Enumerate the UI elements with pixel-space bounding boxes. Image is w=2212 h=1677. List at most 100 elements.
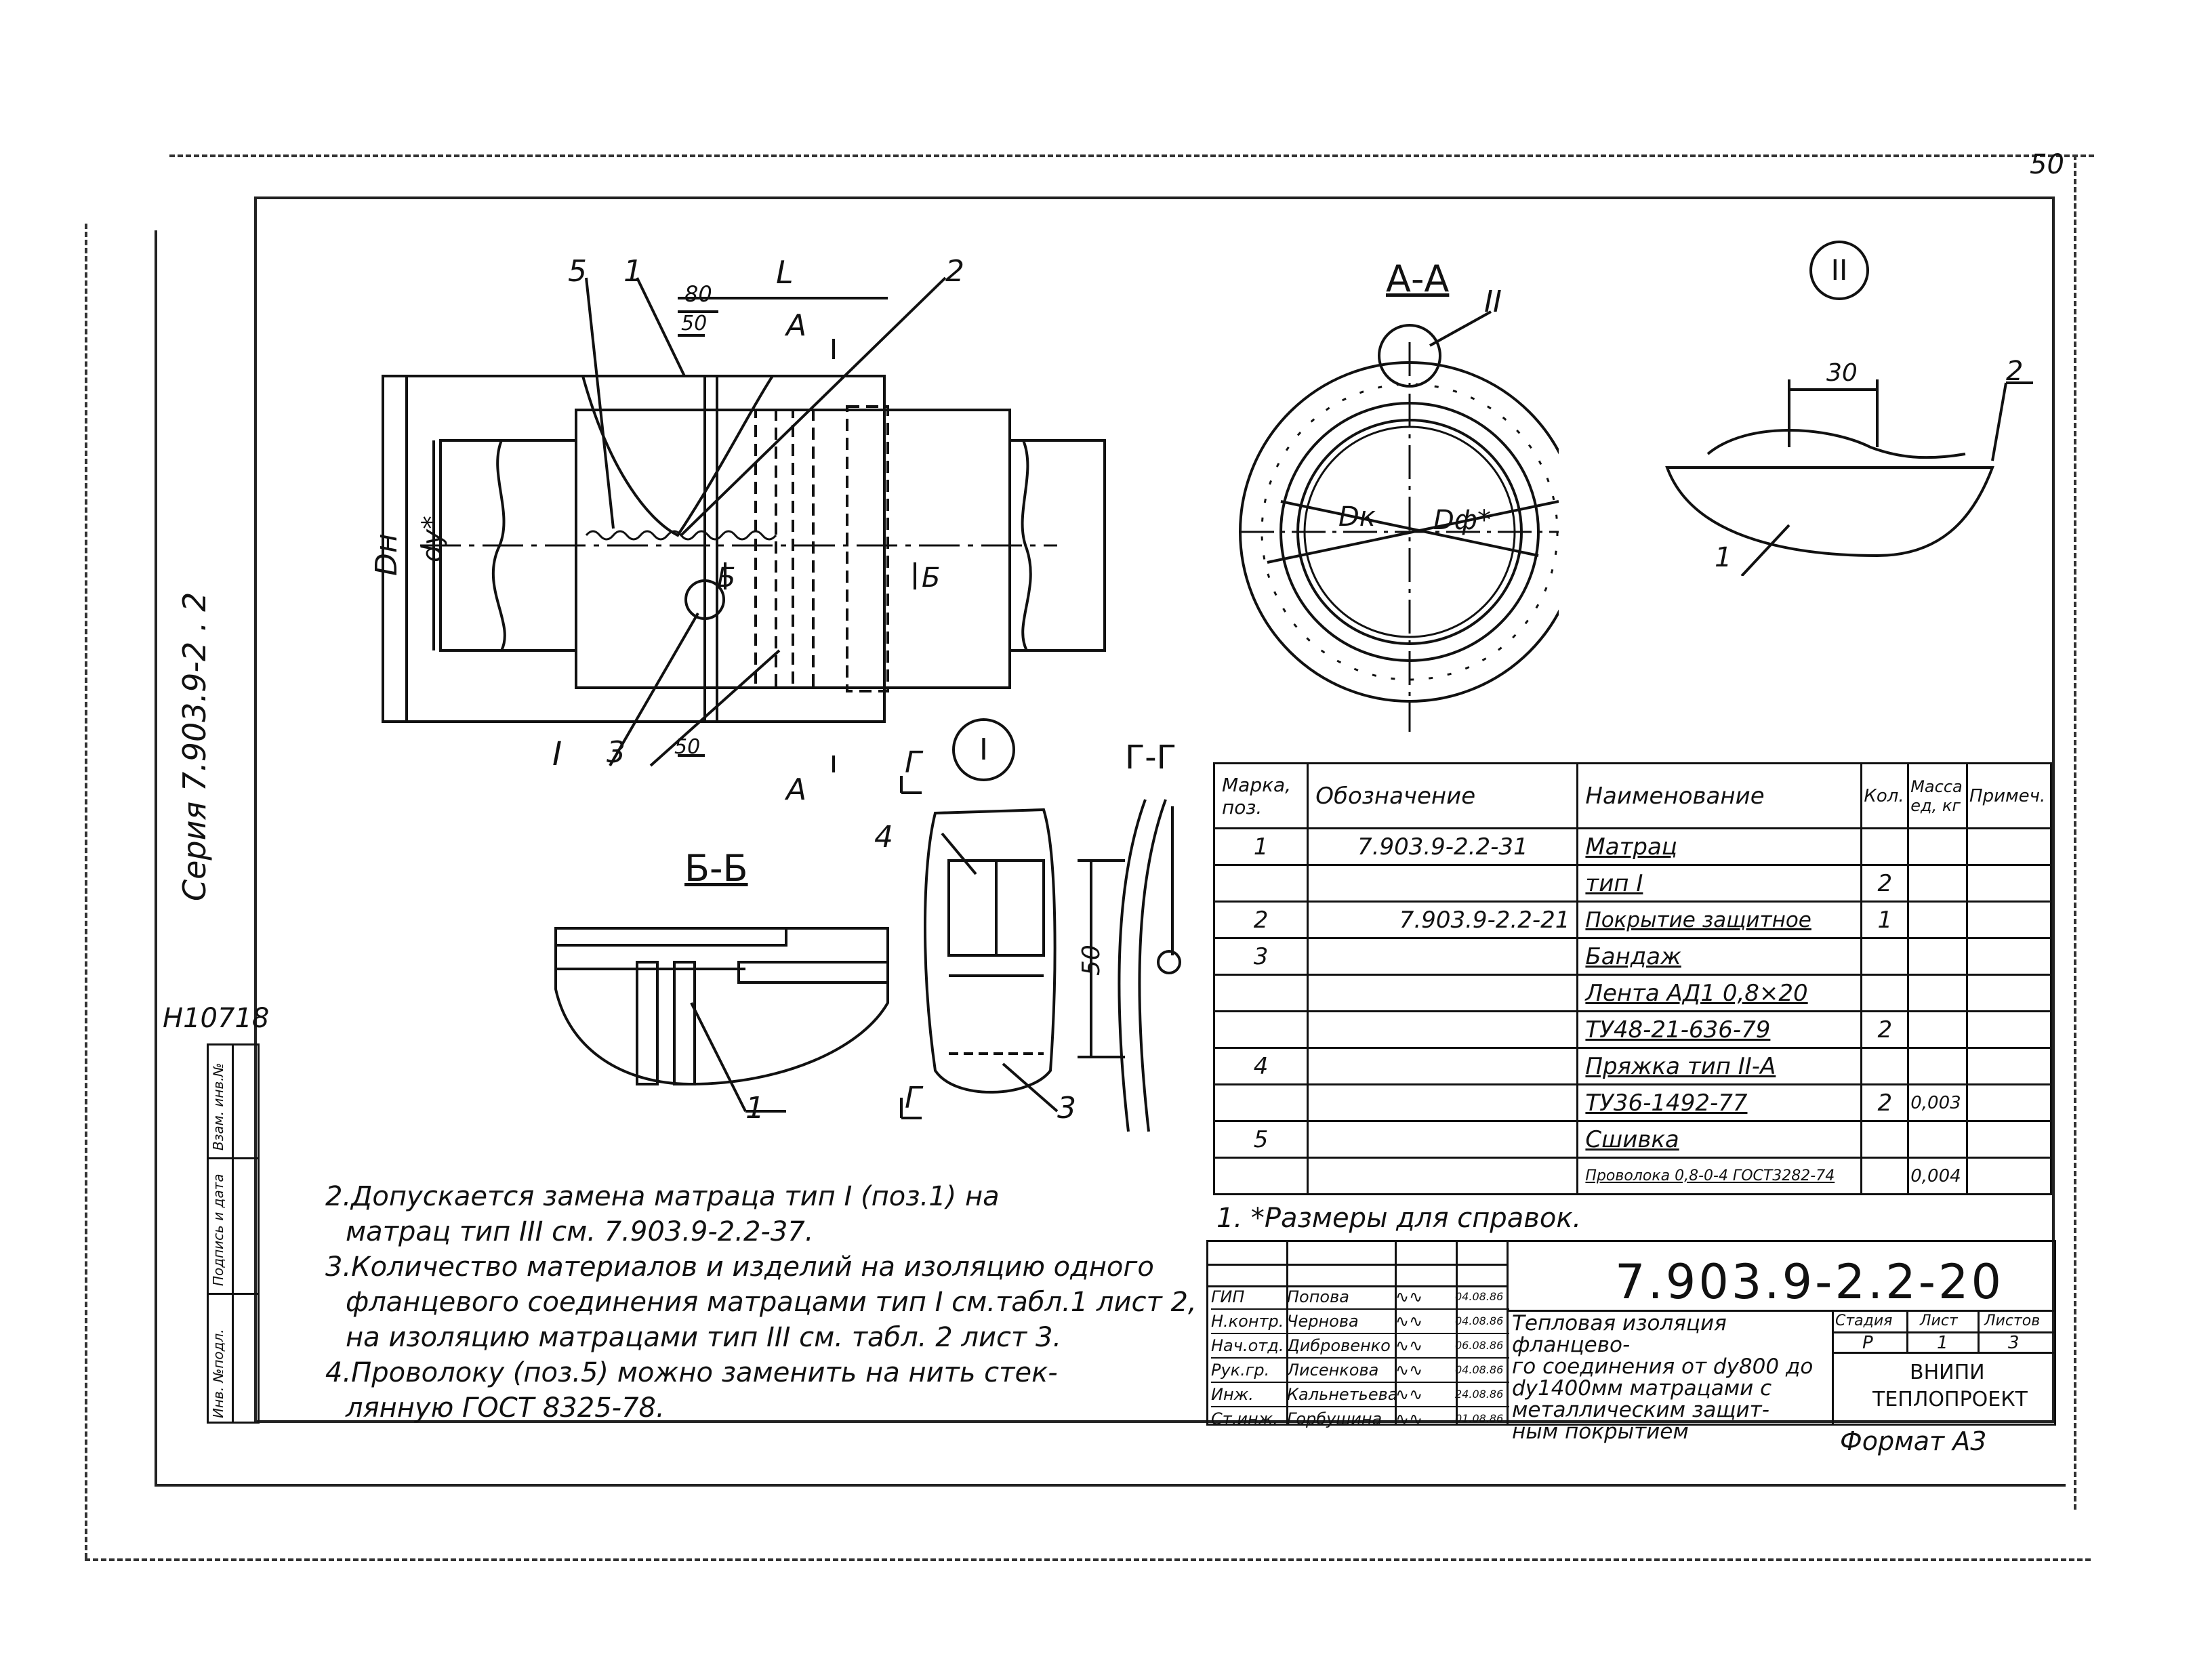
spec-cell — [1212, 974, 1309, 1012]
signature-role: Рук.гр. — [1211, 1361, 1270, 1380]
detail-II-pos-1: 1 — [1715, 542, 1732, 573]
spec-cell — [1212, 864, 1309, 903]
detail-II-dim-30: 30 — [1826, 359, 1858, 387]
pos-1-label: 1 — [623, 254, 642, 289]
spec-header-mark: Марка, поз. — [1212, 762, 1309, 829]
signature-name: Дибровенко — [1287, 1336, 1391, 1355]
signature-date: 24.08.86 — [1455, 1388, 1504, 1401]
signature-role: Нач.отд. — [1211, 1336, 1284, 1355]
page-number: 50 — [2030, 149, 2064, 180]
section-BB-pos-1: 1 — [745, 1091, 764, 1125]
spec-cell — [1307, 1047, 1579, 1085]
spec-cell — [1860, 827, 1910, 866]
spec-cell — [1212, 1157, 1309, 1195]
signature-date: 06.08.86 — [1455, 1339, 1504, 1352]
detail-I-badge: I — [952, 718, 1015, 781]
table-row: Лента АД1 0,8×20 — [1212, 974, 2052, 1012]
note-3c: на изоляцию матрацами тип III см. табл. … — [346, 1322, 1062, 1353]
frame-inner-left — [254, 196, 257, 1423]
section-GG-drawing — [1078, 799, 1181, 1132]
spec-cell — [1860, 974, 1910, 1012]
note-2: 2.Допускается замена матраца тип I (поз.… — [325, 1181, 1000, 1212]
spec-cell — [1860, 1047, 1910, 1085]
signature-row: Нач.отд. Дибровенко ∿∿ 06.08.86 — [1211, 1334, 1509, 1359]
spec-cell — [1860, 937, 1910, 976]
detail-II-body — [1665, 466, 1994, 558]
frame-outer-bottom — [155, 1484, 2066, 1487]
spec-cell — [1907, 1047, 1969, 1085]
spec-cell — [1907, 937, 1969, 976]
spec-header-name: Наименование — [1576, 762, 1863, 829]
spec-header-qty: Кол. — [1860, 762, 1910, 829]
spec-cell — [1307, 974, 1579, 1012]
table-row: ТУ36-1492-77 2 0,003 — [1212, 1083, 2052, 1122]
stage-header-stage: Стадия — [1835, 1312, 1893, 1329]
signature-name: Кальнетьева — [1287, 1385, 1398, 1404]
signatures: ГИП Попова ∿∿ 04.08.86 Н.контр. Чернова … — [1211, 1285, 1509, 1430]
spec-cell — [1966, 827, 2052, 866]
spec-cell — [1907, 827, 1969, 866]
spec-cell — [1966, 864, 2052, 903]
spec-cell: Матрац — [1576, 827, 1863, 866]
spec-cell: 7.903.9-2.2-21 — [1307, 900, 1579, 939]
signature-row: Н.контр. Чернова ∿∿ 04.08.86 — [1211, 1310, 1509, 1334]
detail-II-marker — [1378, 324, 1441, 388]
bandage — [846, 405, 889, 692]
spec-cell: 2 — [1860, 864, 1910, 903]
spec-cell — [1860, 1157, 1910, 1195]
spec-cell: тип I — [1576, 864, 1863, 903]
signature-date: 04.08.86 — [1455, 1314, 1504, 1327]
spec-cell: Сшивка — [1576, 1120, 1863, 1159]
title-line: ным покрытием — [1512, 1420, 1689, 1444]
detail-I-pos-3: 3 — [1057, 1091, 1076, 1125]
title-block: ГИП Попова ∿∿ 04.08.86 Н.контр. Чернова … — [1206, 1240, 2056, 1443]
detail-I-marker — [684, 579, 725, 620]
frame-top-dashed — [169, 154, 2094, 157]
dim-L: L — [776, 254, 794, 291]
spec-cell: 7.903.9-2.2-31 — [1307, 827, 1579, 866]
format-label: Формат А3 — [1840, 1426, 1987, 1456]
detail-II-pos-2: 2 — [2006, 356, 2024, 387]
spec-cell: ТУ48-21-636-79 — [1576, 1010, 1863, 1049]
spec-header-mass: Масса ед, кг — [1907, 762, 1969, 829]
title-line: го соединения от dу800 до — [1512, 1354, 1814, 1379]
outer-dashed-top — [85, 1558, 2091, 1561]
pos-5-label: 5 — [568, 254, 587, 289]
title-line: dу1400мм матрацами с — [1512, 1376, 1772, 1401]
spec-cell — [1966, 937, 2052, 976]
section-AA-dk: Dк — [1338, 501, 1376, 533]
spec-cell — [1307, 937, 1579, 976]
spec-cell: 0,003 — [1907, 1083, 1969, 1122]
spec-cell: 2 — [1860, 1010, 1910, 1049]
signature-role: Инж. — [1211, 1385, 1254, 1404]
title-line: Тепловая изоляция фланцево- — [1512, 1311, 1727, 1357]
note-4b: лянную ГОСТ 8325-78. — [346, 1392, 665, 1424]
signature-name: Лисенкова — [1287, 1361, 1379, 1380]
frame-inner-right — [2052, 196, 2055, 1423]
flange-2 — [792, 409, 815, 689]
sheet-value: 1 — [1937, 1333, 1948, 1353]
pos-2-label: 2 — [945, 254, 964, 289]
insulation-outline — [382, 375, 886, 723]
cut-A-top: А — [786, 308, 807, 343]
spec-cell — [1907, 900, 1969, 939]
spec-cell: 2 — [1860, 1083, 1910, 1122]
signature-role: Н.контр. — [1211, 1312, 1284, 1331]
detail-I-cut-G-top: Г — [905, 745, 922, 780]
detail-I-roman: I — [979, 732, 988, 767]
spec-header-designation: Обозначение — [1307, 762, 1579, 829]
detail-II-roman: II — [1830, 253, 1848, 287]
section-GG-title: Г-Г — [1125, 739, 1176, 777]
note-2b: матрац тип III см. 7.903.9-2.2-37. — [346, 1216, 814, 1247]
section-AA-roman: II — [1484, 285, 1502, 319]
spec-cell: 2 — [1212, 900, 1309, 939]
spec-cell — [1212, 1010, 1309, 1049]
spec-cell: 5 — [1212, 1120, 1309, 1159]
table-row: тип I 2 — [1212, 864, 2052, 903]
label-du: dу* — [417, 515, 448, 562]
detail-II-drawing — [1665, 379, 2033, 576]
spec-cell: Пряжка тип II-А — [1576, 1047, 1863, 1085]
outer-dashed-left — [85, 224, 87, 1558]
table-row: 3 Бандаж — [1212, 937, 2052, 976]
